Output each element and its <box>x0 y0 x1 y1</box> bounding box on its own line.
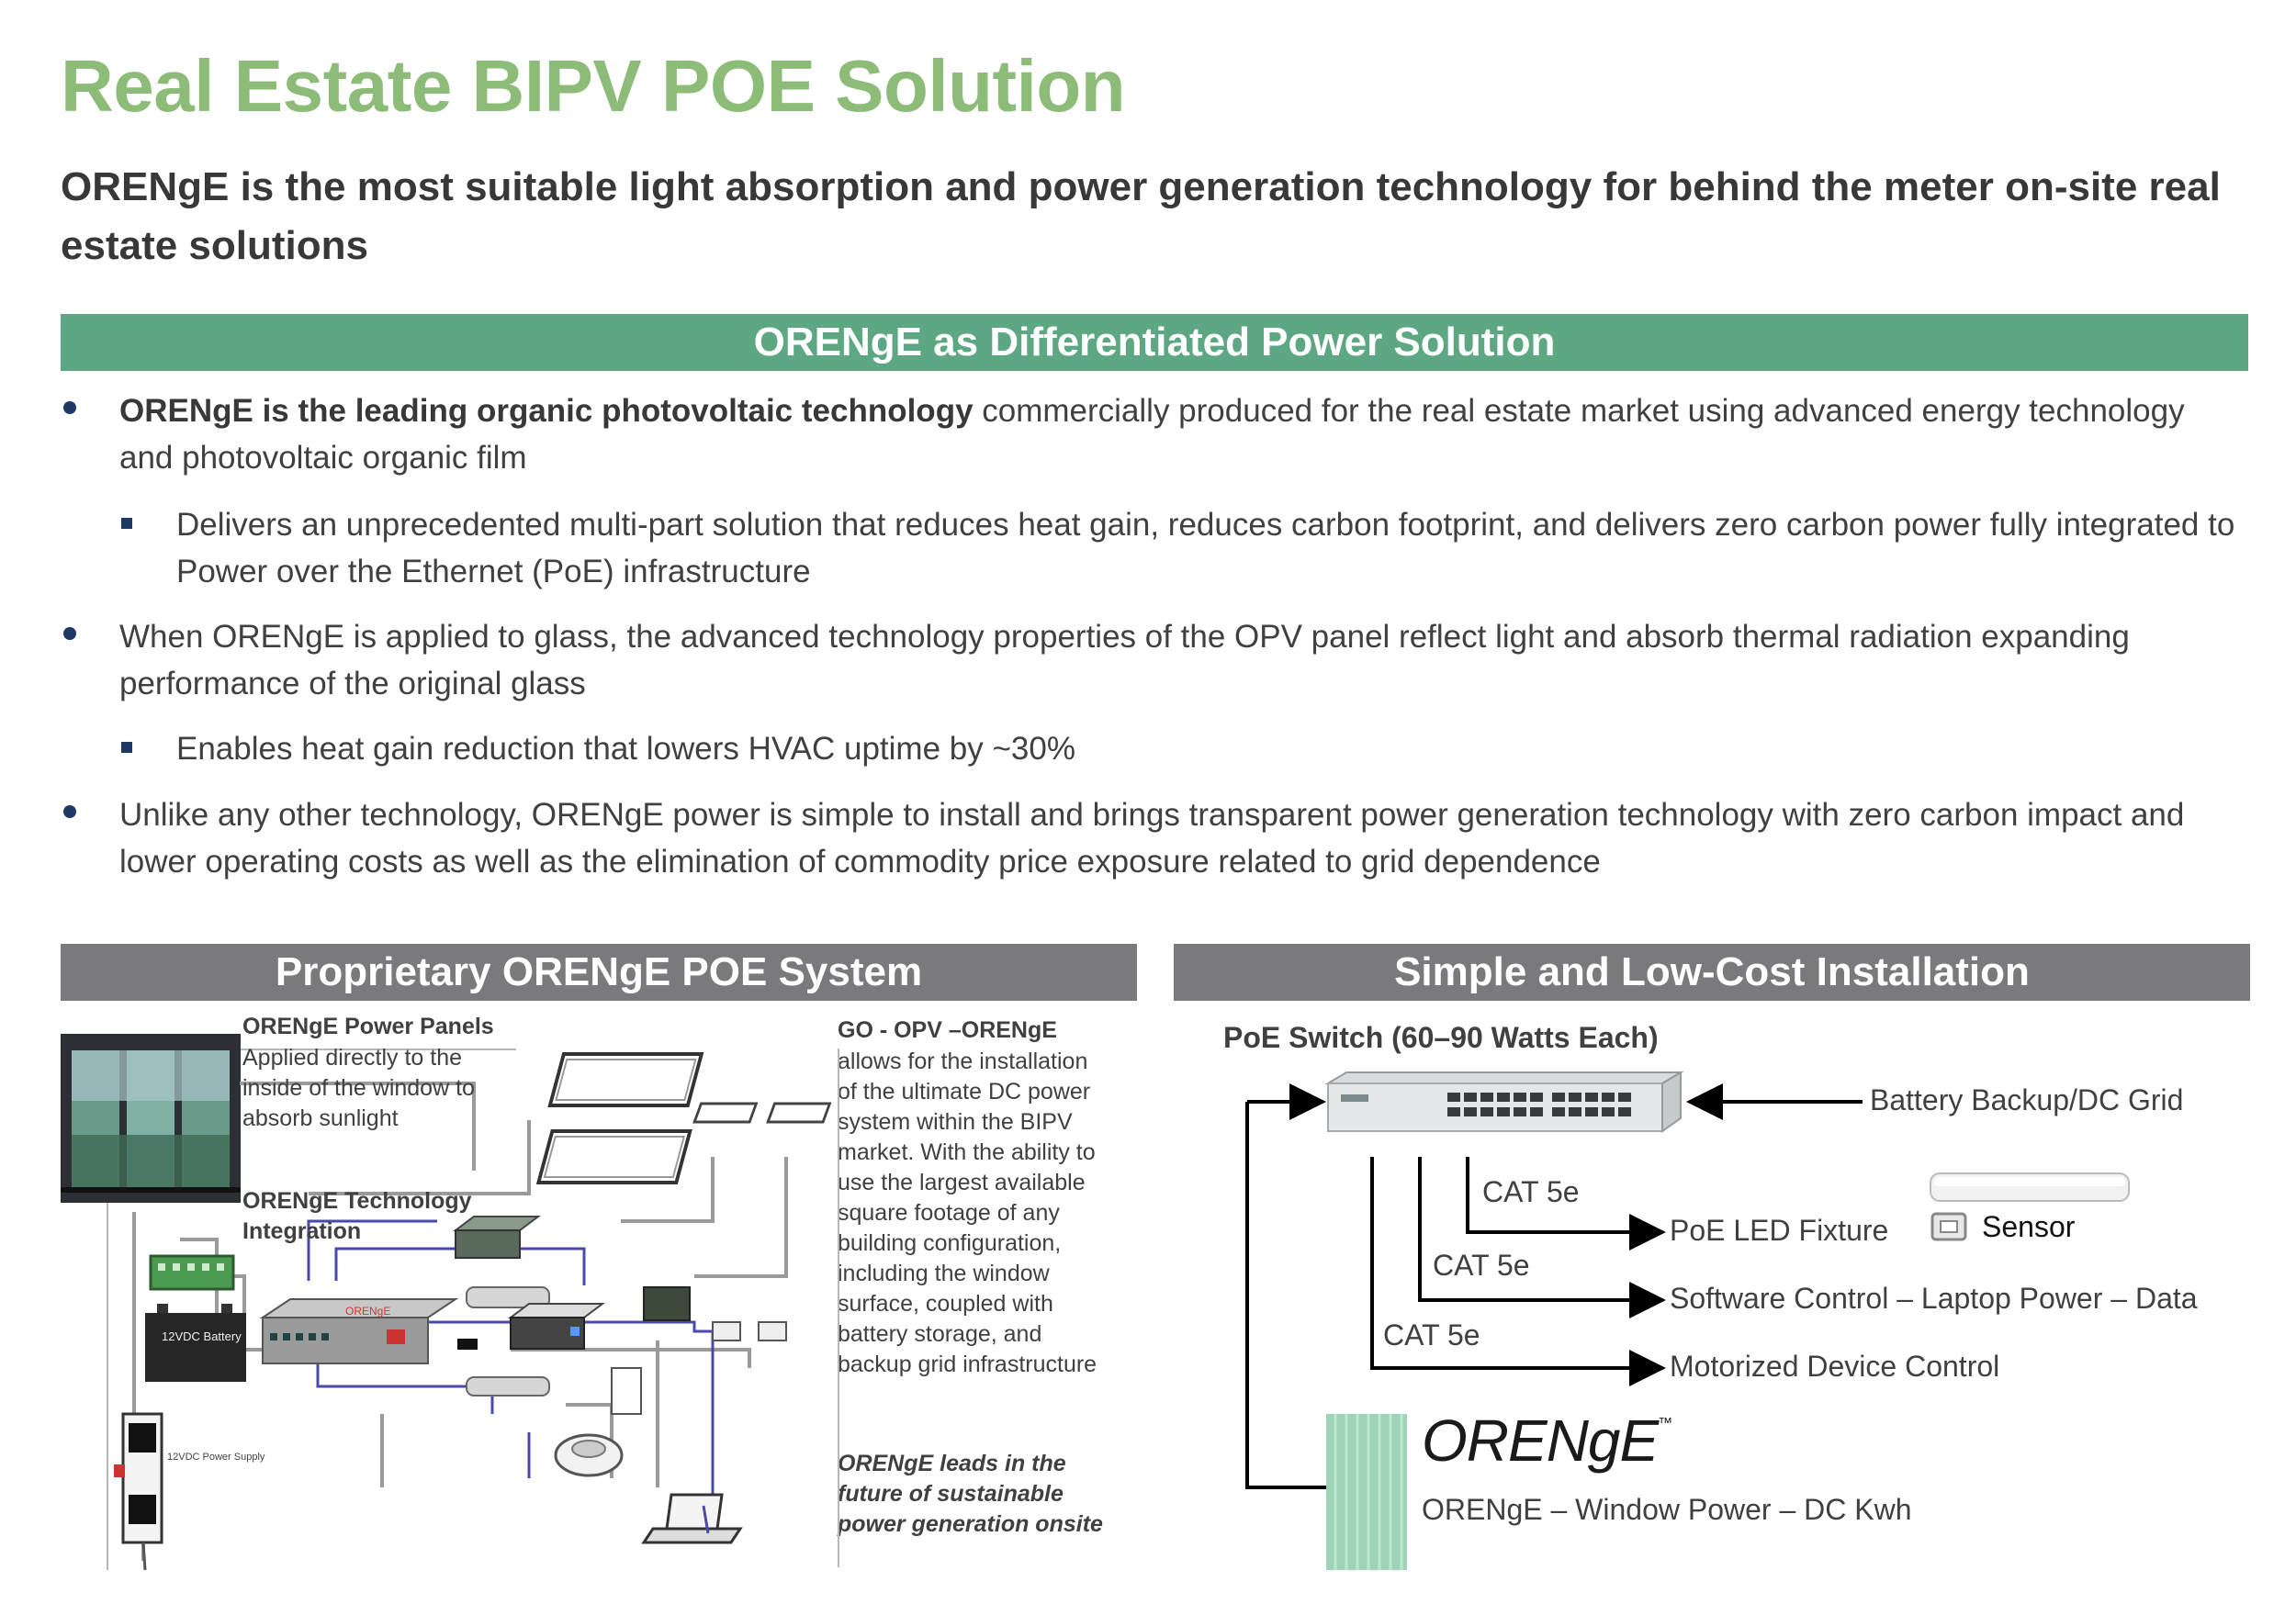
text-bracket <box>838 1049 839 1567</box>
orenge-leads-text: ORENgE leads in the future of sustainabl… <box>838 1451 1103 1537</box>
bullet-dot <box>63 805 76 818</box>
battery-backup-label: Battery Backup/DC Grid <box>1870 1083 2184 1116</box>
device-label: ORENgE <box>345 1305 390 1318</box>
poe-wiring-schematic: 12VDC Battery ORENgE 12VDC Power Supply <box>114 1052 832 1570</box>
power-supply-label: 12VDC Power Supply <box>167 1452 265 1463</box>
bullet-dot <box>63 401 76 414</box>
bullet-item: When ORENgE is applied to glass, the adv… <box>119 619 2130 701</box>
go-opv-title: GO - OPV –ORENgE <box>838 1017 1057 1043</box>
window-photo <box>61 1034 241 1203</box>
sub-bullet-item: Delivers an unprecedented multi-part sol… <box>176 507 2235 589</box>
power-panels-title: ORENgE Power Panels <box>242 1014 494 1039</box>
bullet-item: ORENgE is the leading organic photovolta… <box>119 387 2232 481</box>
sub-bullet-square <box>121 742 132 753</box>
bullet-text: commercially produced for the real estat… <box>119 393 2185 476</box>
cat5e-label: CAT 5e <box>1482 1175 1580 1208</box>
window-power-label: ORENgE – Window Power – DC Kwh <box>1422 1493 1912 1526</box>
orenge-logo-text: ORENgE <box>1422 1408 1659 1474</box>
sub-bullet-item: Enables heat gain reduction that lowers … <box>176 731 1075 767</box>
power-panels-text: Applied directly to the inside of the wi… <box>242 1045 475 1131</box>
section-banner: ORENgE as Differentiated Power Solution <box>61 314 2248 371</box>
sensor-label: Sensor <box>1982 1210 2076 1243</box>
sub-bullet-square <box>121 518 132 529</box>
poe-system-header: Proprietary ORENgE POE System <box>61 944 1137 1001</box>
bullet-bold-text: ORENgE is the leading organic photovolta… <box>119 393 974 429</box>
poe-switch-title: PoE Switch (60–90 Watts Each) <box>1223 1021 1659 1054</box>
motorized-device-label: Motorized Device Control <box>1670 1350 2000 1383</box>
installation-diagram <box>1245 1071 2130 1570</box>
cat5e-label: CAT 5e <box>1433 1249 1530 1282</box>
cat5e-label: CAT 5e <box>1383 1318 1480 1352</box>
installation-header: Simple and Low-Cost Installation <box>1174 944 2250 1001</box>
poe-led-fixture-label: PoE LED Fixture <box>1670 1214 1889 1247</box>
panel-bracket <box>241 1049 516 1050</box>
page-title: Real Estate BIPV POE Solution <box>61 45 1126 127</box>
battery-label: 12VDC Battery <box>162 1329 242 1343</box>
bullet-item: Unlike any other technology, ORENgE powe… <box>119 797 2185 880</box>
panel-bracket <box>107 1203 108 1570</box>
bullet-dot <box>63 627 76 640</box>
trademark-symbol: ™ <box>1658 1416 1672 1431</box>
go-opv-text: allows for the installation of the ultim… <box>838 1049 1097 1377</box>
page-subtitle: ORENgE is the most suitable light absorp… <box>61 164 2221 268</box>
technology-integration-title: ORENgE Technology Integration <box>242 1188 472 1244</box>
software-control-label: Software Control – Laptop Power – Data <box>1670 1282 2198 1315</box>
orenge-logo: ORENgE™ <box>1422 1407 1672 1475</box>
